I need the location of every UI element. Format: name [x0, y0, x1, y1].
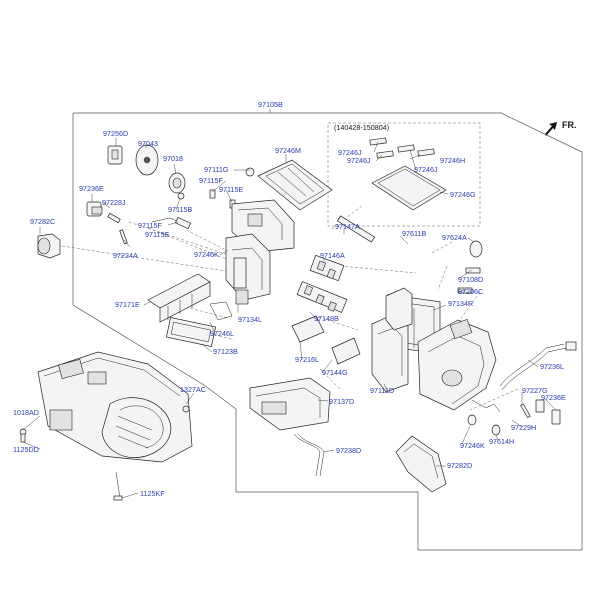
- direction-label: FR.: [562, 120, 577, 130]
- label-97115F: 97115F: [199, 176, 223, 185]
- label-97256D: 97256D: [103, 129, 128, 138]
- label-97229H: 97229H: [511, 423, 536, 432]
- label-97246M: 97246M: [275, 146, 301, 155]
- label-1018AD: 1018AD: [13, 408, 39, 417]
- label-97115E-a: 97115E: [219, 185, 243, 194]
- label-1327AC: 1327AC: [180, 385, 206, 394]
- upper-case-group: [209, 159, 333, 305]
- label-97115B: 97115B: [168, 205, 192, 214]
- label-97134R: 97134R: [448, 299, 473, 308]
- label-97611B: 97611B: [402, 229, 426, 238]
- label-97236E-b: 97236E: [541, 393, 566, 402]
- label-97227G: 97227G: [522, 386, 548, 395]
- label-97246J-b: 97246J: [347, 156, 371, 165]
- label-97115E-b: 97115E: [145, 230, 169, 239]
- label-1125DD: 1125DD: [13, 445, 39, 454]
- label-97246G: 97246G: [450, 190, 476, 199]
- label-97238D: 97238D: [336, 446, 361, 455]
- direction-arrow-icon: [545, 122, 557, 136]
- label-1125KF: 1125KF: [140, 489, 165, 498]
- label-97123B: 97123B: [213, 347, 238, 356]
- door-group: [291, 254, 361, 365]
- lower-case-group: [249, 377, 447, 493]
- front-direction-indicator: FR.: [545, 120, 577, 136]
- label-97108D: 97108D: [458, 275, 483, 284]
- label-97216L: 97216L: [295, 355, 319, 364]
- label-97043: 97043: [138, 139, 158, 148]
- label-97246L: 97246L: [210, 329, 234, 338]
- label-97246J-c: 97246J: [414, 165, 438, 174]
- label-97246J-a: 97246J: [338, 148, 362, 157]
- label-97228J: 97228J: [102, 198, 126, 207]
- label-97147A: 97147A: [335, 222, 360, 231]
- assembly-label: 97105B: [258, 100, 283, 109]
- part-labels: 97256D 97043 97018 97111G 97246M 97246J …: [13, 129, 566, 498]
- label-97171E: 97171E: [115, 300, 140, 309]
- label-97206C: 97206C: [458, 287, 483, 296]
- label-97282D: 97282D: [447, 461, 472, 470]
- date-range-label: (140428-150804): [334, 123, 389, 132]
- label-97148B: 97148B: [314, 314, 339, 323]
- label-97018: 97018: [163, 154, 183, 163]
- label-97614H: 97614H: [489, 437, 514, 446]
- solid-leaders: [22, 138, 557, 499]
- blower-actuator-group: [37, 144, 192, 259]
- label-97137D: 97137D: [329, 397, 354, 406]
- label-97246K-b: 97246K: [460, 441, 485, 450]
- label-97246K-a: 97246K: [194, 250, 219, 259]
- label-97134L: 97134L: [238, 315, 262, 324]
- filter-kit-group: (140428-150804): [327, 122, 481, 227]
- label-97224A: 97224A: [113, 251, 138, 260]
- label-97146A: 97146A: [320, 251, 345, 260]
- label-97246H: 97246H: [440, 156, 465, 165]
- label-97282C: 97282C: [30, 217, 55, 226]
- assembled-unit: [19, 351, 193, 501]
- label-97111D: 97111D: [370, 386, 394, 395]
- label-97624A: 97624A: [442, 233, 467, 242]
- right-case-group: [371, 287, 577, 436]
- label-97236E-a: 97236E: [79, 184, 104, 193]
- label-97111G: 97111G: [204, 165, 229, 174]
- label-97144G: 97144G: [322, 368, 348, 377]
- label-97115F-b: 97115F: [138, 221, 162, 230]
- assembly-outline: 97105B: [72, 100, 583, 551]
- label-97236L: 97236L: [540, 362, 564, 371]
